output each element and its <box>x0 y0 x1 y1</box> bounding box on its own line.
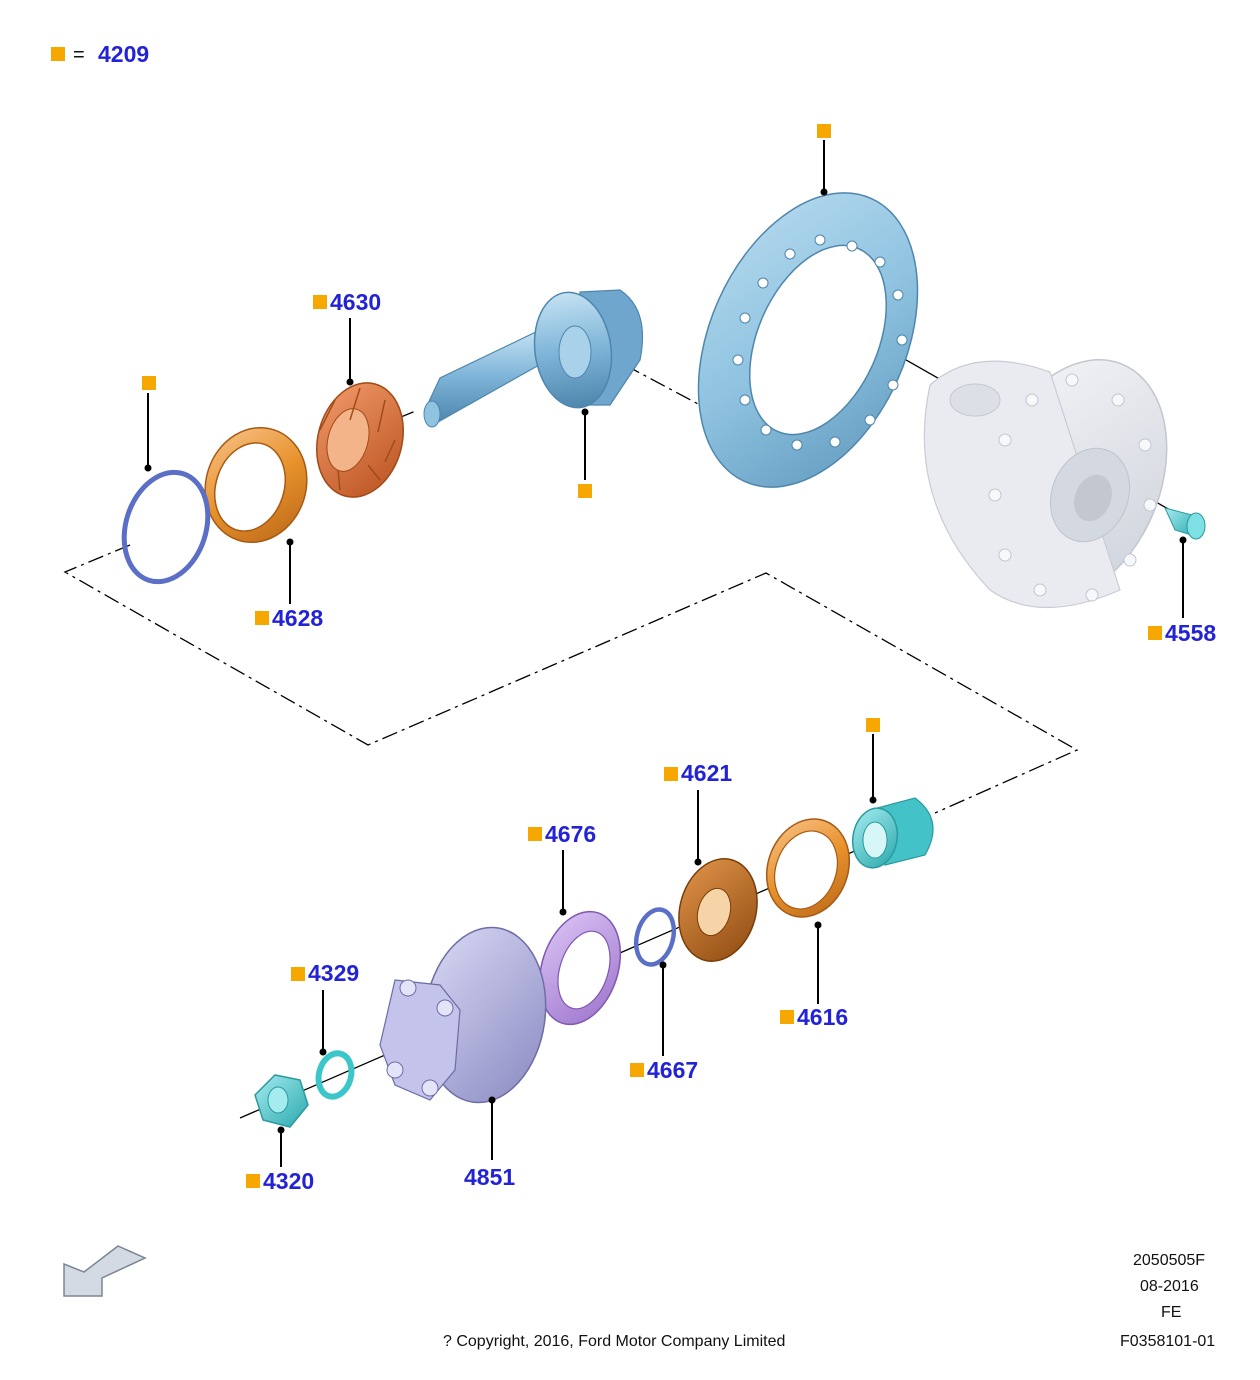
legend-equals: = <box>73 44 85 66</box>
footer-illustration-id: F0358101-01 <box>1120 1333 1216 1350</box>
pinion-shaft <box>423 289 643 428</box>
orange-square-icon <box>291 967 305 981</box>
drive-flange <box>379 926 547 1104</box>
pinion-nut <box>254 1074 309 1128</box>
orange-square-icon <box>780 1010 794 1024</box>
label-4621: 4621 <box>681 760 732 786</box>
shim-ring-upper <box>121 469 211 585</box>
leader-lines <box>144 140 1187 1167</box>
orange-square-icon <box>255 611 269 625</box>
orange-square-icon <box>664 767 678 781</box>
shim-ring-lower <box>633 907 677 967</box>
footer-date: 08-2016 <box>1140 1278 1199 1295</box>
label-4667: 4667 <box>647 1057 698 1083</box>
label-4628: 4628 <box>272 605 323 631</box>
collapsible-spacer <box>851 797 934 869</box>
orange-square-icon <box>313 295 327 309</box>
legend-marker-icon <box>51 47 65 61</box>
footer-copyright: ? Copyright, 2016, Ford Motor Company Li… <box>443 1333 786 1350</box>
footer-code: 2050505F <box>1133 1252 1206 1269</box>
label-4851: 4851 <box>464 1164 515 1190</box>
orange-square-icon <box>1148 626 1162 640</box>
part-labels: 4630 4628 4558 4621 4676 4329 4616 4667 … <box>263 289 1216 1194</box>
differential-case <box>923 359 1168 609</box>
pinion-washer <box>315 1050 355 1100</box>
pinion-bearing-cone <box>315 382 405 498</box>
label-4630: 4630 <box>330 289 381 315</box>
orange-square-icon <box>528 827 542 841</box>
inner-bearing-cup <box>765 818 851 918</box>
legend-code: 4209 <box>98 41 149 67</box>
orange-square-icon <box>578 484 592 498</box>
inner-bearing-cone <box>678 858 758 962</box>
label-4329: 4329 <box>308 960 359 986</box>
arrow-down-left-icon <box>63 1245 147 1297</box>
label-4676: 4676 <box>545 821 596 847</box>
footer-region: FE <box>1161 1304 1182 1321</box>
orange-square-icon <box>630 1063 644 1077</box>
orange-square-icon <box>866 718 880 732</box>
ring-gear-bolt <box>1164 507 1206 540</box>
ring-gear <box>697 192 919 488</box>
legend: = 4209 <box>51 41 149 67</box>
label-4558: 4558 <box>1165 620 1216 646</box>
orange-square-icon <box>817 124 831 138</box>
pinion-bearing-cup <box>204 426 308 544</box>
orange-square-icon <box>142 376 156 390</box>
pinion-oil-seal <box>538 910 622 1026</box>
label-4320: 4320 <box>263 1168 314 1194</box>
label-4616: 4616 <box>797 1004 848 1030</box>
orange-square-icon <box>246 1174 260 1188</box>
orange-markers <box>142 124 1162 1188</box>
